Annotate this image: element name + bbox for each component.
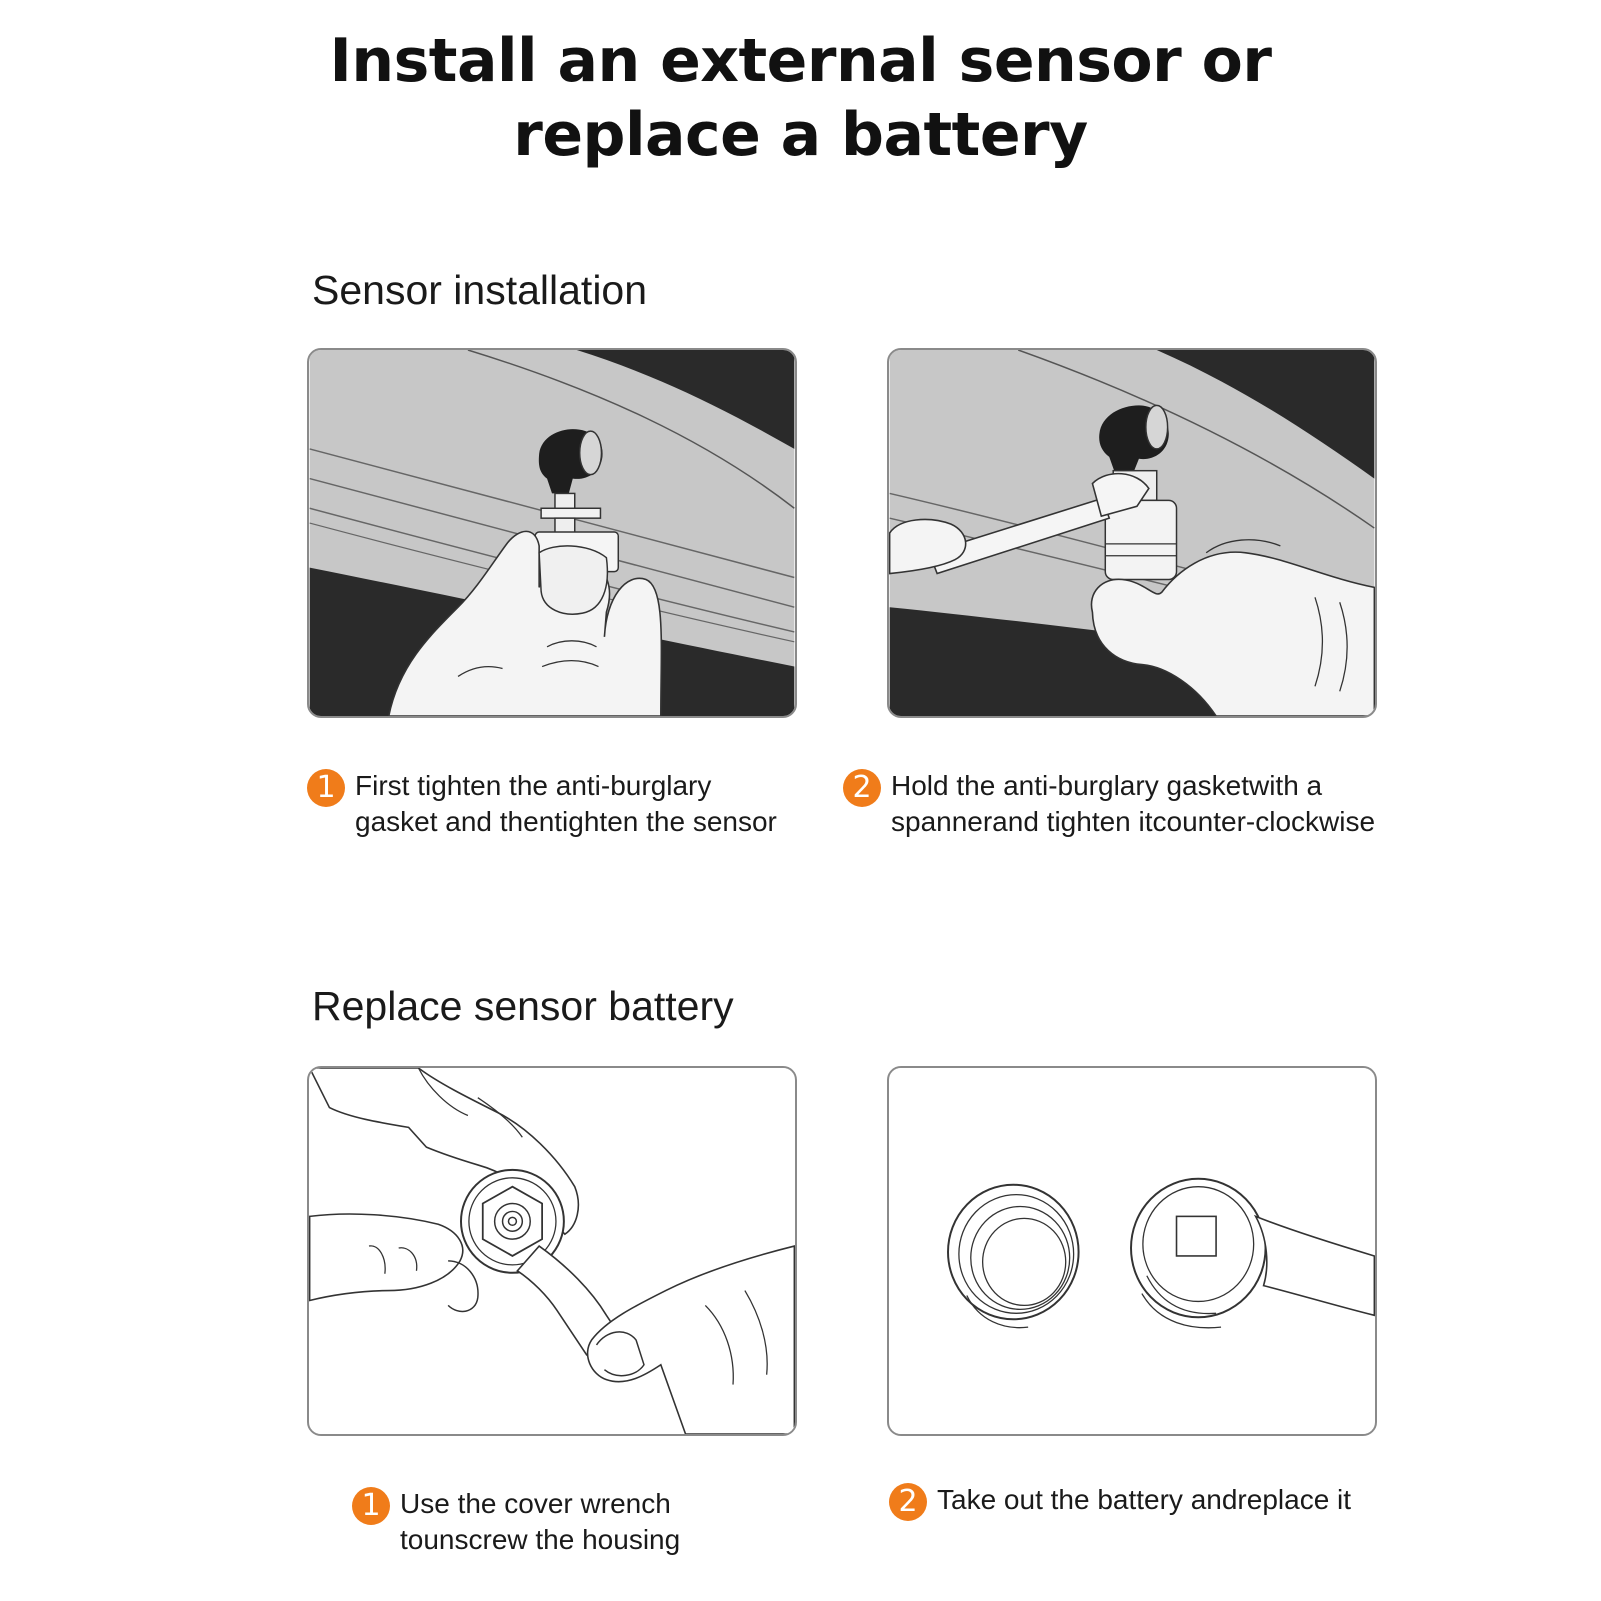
step-description: First tighten the anti-burglary gasket a… xyxy=(355,768,777,840)
step-description-line: Hold the anti-burglary gasketwith a xyxy=(891,770,1323,801)
wrench-unscrew-drawing xyxy=(309,1068,795,1434)
step-number-badge: 1 xyxy=(307,769,345,807)
section-heading-replace-battery: Replace sensor battery xyxy=(312,983,734,1029)
opened-housing-drawing xyxy=(889,1068,1375,1434)
step-description-line: Take out the battery andreplace it xyxy=(937,1484,1352,1515)
step-sensor-installation-2: 2 Hold the anti-burglary gasketwith a sp… xyxy=(843,768,1375,840)
step-replace-battery-1: 1 Use the cover wrench tounscrew the hou… xyxy=(352,1486,680,1558)
step-number-badge: 2 xyxy=(889,1483,927,1521)
step-description-line: Use the cover wrench xyxy=(400,1488,671,1519)
step-replace-battery-2: 2 Take out the battery andreplace it xyxy=(889,1482,1351,1521)
step-description-line: gasket and thentighten the sensor xyxy=(355,806,777,837)
illustration-wrench-unscrew-housing xyxy=(307,1066,797,1436)
hand-tightening-sensor-drawing xyxy=(309,350,795,716)
page-title-line-2: replace a battery xyxy=(513,100,1088,170)
illustration-hand-tightening-sensor xyxy=(307,348,797,718)
step-sensor-installation-1: 1 First tighten the anti-burglary gasket… xyxy=(307,768,777,840)
page-title: Install an external sensor or replace a … xyxy=(0,24,1601,172)
step-description-line: spannerand tighten itcounter-clockwise xyxy=(891,806,1376,837)
step-number-badge: 1 xyxy=(352,1487,390,1525)
step-description: Use the cover wrench tounscrew the housi… xyxy=(400,1486,680,1558)
step-description-line: First tighten the anti-burglary xyxy=(355,770,712,801)
illustration-opened-housing xyxy=(887,1066,1377,1436)
step-description: Hold the anti-burglary gasketwith a span… xyxy=(891,768,1375,840)
illustration-spanner-gasket xyxy=(887,348,1377,718)
section-heading-sensor-installation: Sensor installation xyxy=(312,267,648,313)
step-description-line: tounscrew the housing xyxy=(400,1524,681,1555)
page-title-line-1: Install an external sensor or xyxy=(329,26,1272,96)
step-description: Take out the battery andreplace it xyxy=(937,1482,1351,1518)
spanner-gasket-drawing xyxy=(889,350,1375,716)
step-number-badge: 2 xyxy=(843,769,881,807)
